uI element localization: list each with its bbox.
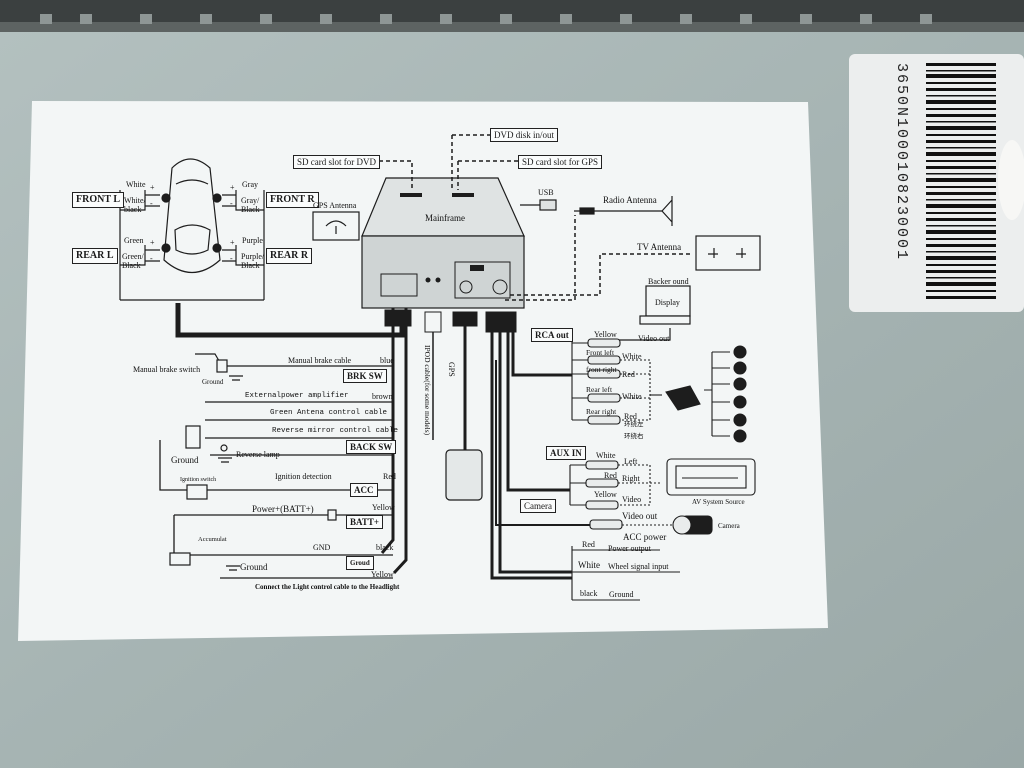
aux-left: Left	[624, 457, 638, 466]
ipod-cable-label: IPOD cable(for some models)	[423, 345, 432, 436]
aux-video: Video	[622, 495, 642, 504]
gnd-color: black	[376, 543, 394, 552]
aux-yellow: Yellow	[594, 490, 617, 499]
wheel-signal-color: White	[578, 560, 600, 570]
camera-device-label: Camera	[718, 522, 740, 530]
rca-out-label: RCA out	[531, 328, 573, 342]
antenna-control-label: Green Antena control cable	[270, 409, 388, 417]
rca-rear-left: Rear left	[586, 385, 613, 394]
power-output-color: Red	[582, 540, 595, 549]
dvd-disk-label: DVD disk in/out	[490, 128, 559, 142]
rca-surround-right: 环绕右	[624, 432, 644, 440]
accumulator-label: Accumulat	[198, 536, 227, 543]
wire-white-black: White/ black	[124, 196, 146, 214]
radio-antenna-label: Radio Antenna	[603, 195, 657, 205]
ext-amp-color: brown	[372, 392, 393, 401]
usb-label: USB	[538, 188, 554, 197]
aux-red: Red	[604, 471, 617, 480]
reverse-mirror-label: Reverse mirror control cable	[272, 427, 399, 435]
manual-brake-cable-label: Manual brake cable	[288, 356, 352, 365]
light-cable-color: Yellow	[371, 570, 394, 579]
backer-sound-label: Backer ound	[648, 277, 689, 286]
rca-yellow: Yellow	[594, 330, 617, 339]
plus-sign-fl: +	[150, 183, 155, 192]
av-source-label: AV System Source	[692, 498, 745, 506]
video-out-display-label: Video out	[638, 334, 670, 343]
plus-sign-rl: +	[150, 238, 155, 247]
batt-label: BATT+	[346, 515, 383, 529]
light-control-label: Connect the Light control cable to the H…	[255, 583, 400, 591]
wire-purple-black: Purple/ Black	[241, 252, 265, 270]
gnd-label: GND	[313, 543, 331, 552]
sd-slot-dvd-label: SD card slot for DVD	[293, 155, 380, 169]
rca-red-1: Red	[622, 370, 635, 379]
front-right-label: FRONT R	[266, 192, 319, 208]
wire-gray-black: Gray/ Black	[241, 196, 260, 214]
rca-rear-right: Rear right	[586, 407, 617, 416]
ground-right-label: Ground	[609, 590, 634, 599]
aux-white: White	[596, 451, 616, 460]
wire-green: Green	[124, 236, 144, 245]
acc-label: ACC	[350, 483, 378, 497]
rca-red-2: Red	[624, 412, 637, 421]
ignition-color: Red	[383, 472, 396, 481]
rca-front-left: Front left	[586, 348, 615, 357]
plus-sign-rr: +	[230, 238, 235, 247]
front-left-label: FRONT L	[72, 192, 124, 208]
brk-sw-label: BRK SW	[343, 369, 387, 383]
aux-right: Right	[622, 474, 640, 483]
rear-right-label: REAR R	[266, 248, 313, 264]
ignition-switch-label: Ignition switch	[180, 477, 217, 483]
manual-brake-switch-label: Manual brake switch	[133, 365, 201, 374]
wheel-signal-label: Wheel signal input	[608, 562, 669, 571]
rear-left-label: REAR L	[72, 248, 118, 264]
wire-purple: Purple	[242, 236, 263, 245]
rca-white-1: White	[622, 352, 642, 361]
wire-gray: Gray	[242, 180, 258, 189]
camera-box-label: Camera	[520, 499, 556, 513]
mainframe-label: Mainframe	[425, 213, 465, 223]
display-label: Display	[655, 298, 680, 307]
barcode-number: 3650N1000108230001	[893, 63, 910, 262]
minus-sign-rr: -	[230, 254, 233, 263]
ground-color: black	[580, 589, 598, 598]
minus-sign-fr: -	[230, 199, 233, 208]
rca-white-2: White	[622, 392, 642, 401]
power-batt-color: Yellow	[372, 503, 395, 512]
power-output-label: Power output	[608, 544, 651, 553]
minus-sign-fl: -	[150, 199, 153, 208]
minus-sign-rl: -	[150, 254, 153, 263]
reverse-lamp-label: Reverse lamp	[236, 450, 280, 459]
aux-in-label: AUX IN	[546, 446, 586, 460]
wire-green-black: Green/ Black	[122, 252, 144, 270]
camera-video-out: Video out	[622, 511, 658, 521]
power-batt-label: Power+(BATT+)	[252, 504, 314, 514]
camera-acc-power: ACC power	[623, 532, 667, 542]
ground-bottom-label: Ground	[240, 562, 268, 572]
wire-white: White	[126, 180, 146, 189]
gps-antenna-label: GPS Antenna	[313, 201, 357, 210]
groud-label: Groud	[346, 556, 374, 570]
ignition-detection-label: Ignition detection	[275, 472, 332, 481]
plus-sign-fr: +	[230, 183, 235, 192]
rca-front-right: front right	[586, 365, 617, 374]
ground-label: Ground	[171, 455, 199, 465]
back-sw-label: BACK SW	[346, 440, 397, 454]
sd-slot-gps-label: SD card slot for GPS	[518, 155, 602, 169]
ext-amp-label: Externalpower amplifier	[245, 392, 349, 400]
brake-cable-color: blue	[380, 356, 394, 365]
brake-ground-label: Ground	[202, 378, 224, 386]
gps-cable-label: GPS	[447, 362, 456, 377]
tv-antenna-label: TV Antenna	[637, 242, 682, 252]
rca-surround-left: 环绕左	[624, 420, 644, 428]
